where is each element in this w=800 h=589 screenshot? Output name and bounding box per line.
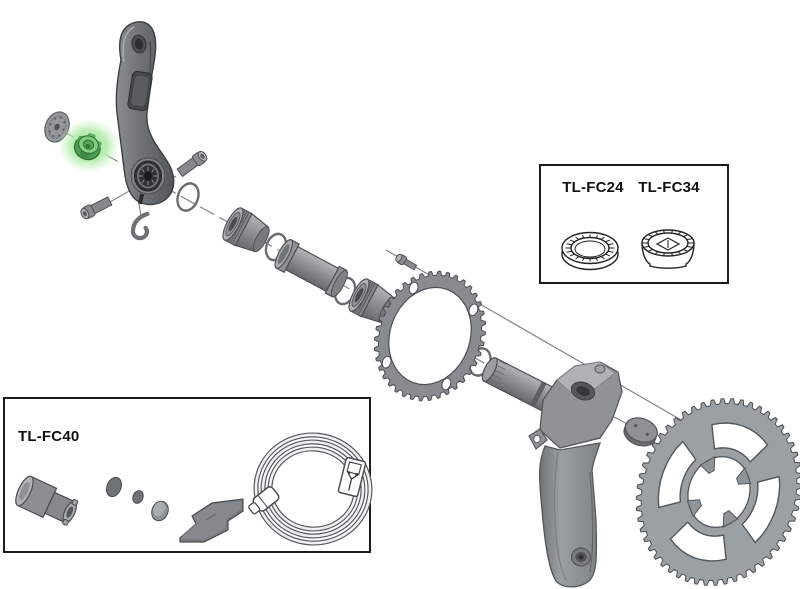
- crank-fixing-cap-highlighted: [58, 119, 120, 173]
- cover-plate: [623, 417, 658, 447]
- inner-chainring: [373, 270, 487, 402]
- left-bearing-cup: [222, 207, 270, 253]
- cap-disc-icon: [106, 476, 122, 498]
- safety-clip: [130, 211, 150, 241]
- tool-box-bottom-left: TL-FC40: [3, 397, 373, 553]
- cap-disc-icon: [132, 490, 144, 504]
- chainring-bolt-holes: [381, 281, 479, 391]
- tool-box-top-right: TL-FC24 TL-FC34: [539, 164, 729, 284]
- pinch-bolt-upper: [176, 150, 208, 178]
- bottom-bracket-ring-tool-icon: [561, 231, 619, 271]
- bottom-bracket-socket-tool-icon: [641, 229, 695, 269]
- leader-line-bolt2: [109, 189, 132, 203]
- crank-top-screw: [594, 364, 606, 374]
- bottom-bracket-sleeve: [274, 239, 348, 298]
- flat-plate-tool-icon: [179, 498, 244, 543]
- chainring-bolt: [395, 253, 418, 271]
- o-ring-1: [176, 182, 200, 212]
- cap-discs: [106, 476, 169, 522]
- outer-chainring: [635, 398, 800, 586]
- crank-dust-cap: [44, 111, 70, 143]
- charge-plug-connector: [248, 486, 280, 515]
- tool-label-tl-fc40: TL-FC40: [18, 428, 79, 445]
- usb-a-connector: [337, 456, 367, 498]
- tool-label-tl-fc34: TL-FC34: [638, 179, 700, 196]
- left-crank-arm: [115, 21, 175, 206]
- tool-label-tl-fc24: TL-FC24: [562, 179, 624, 196]
- pinch-bolt-lower: [80, 196, 113, 220]
- right-crank-arm: [481, 357, 623, 588]
- adapter-tool-icon: [15, 475, 79, 526]
- crank-spindle: [481, 357, 558, 413]
- chainring-mount-tabs: [686, 455, 752, 529]
- crank-rubber-pad: [127, 70, 153, 112]
- chainring-cutouts: [657, 422, 781, 562]
- leader-line-clip: [138, 203, 142, 217]
